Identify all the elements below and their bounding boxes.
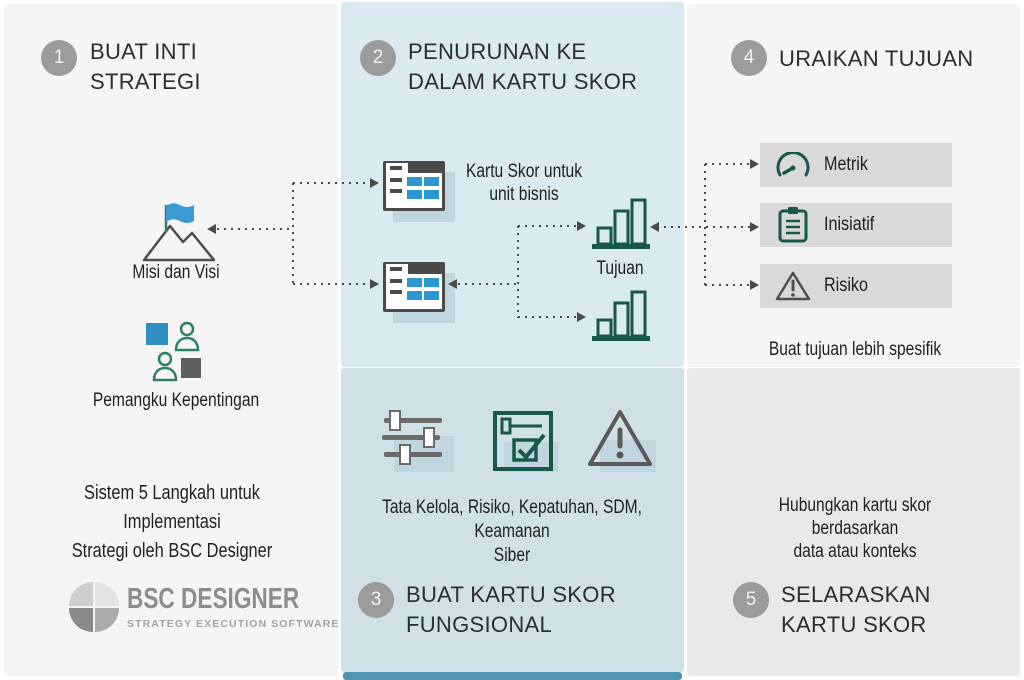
metrik-box: Metrik [760, 143, 952, 187]
step-4-number: 4 [743, 47, 755, 68]
connector-to-barchart1 [518, 225, 578, 227]
connector-left-vertical [292, 183, 294, 285]
checklist-icon [493, 411, 553, 471]
bsc-logo-text: BSC DESIGNER STRATEGY EXECUTION SOFTWARE [127, 584, 348, 630]
scorecard-icon [383, 161, 445, 211]
step-1-badge: 1 [41, 40, 77, 76]
clipboard-icon [770, 207, 816, 243]
connector-to-barchart2 [518, 316, 578, 318]
scorecard-caption: Kartu Skor untuk unit bisnis [465, 161, 583, 205]
connector-right-vertical [704, 164, 706, 286]
warning-triangle-icon [588, 410, 652, 466]
panel-step1 [4, 4, 338, 676]
connector-scorecard2-junction [458, 283, 518, 285]
connector-to-metrik [705, 163, 751, 165]
flag-mountain-icon [142, 203, 216, 262]
step-1-title: BUAT INTI STRATEGI [90, 39, 201, 94]
step-4-badge: 4 [731, 40, 767, 76]
step-2-title: PENURUNAN KE DALAM KARTU SKOR [408, 39, 638, 94]
gauge-icon [770, 152, 816, 178]
arrowhead-to-barchart1 [577, 221, 586, 231]
tujuan-label: Tujuan [596, 258, 644, 279]
risiko-label: Risiko [824, 275, 868, 296]
stakeholders-icon [146, 321, 201, 382]
sliders-icon [382, 410, 442, 465]
step-5-title: SELARASKAN KARTU SKOR [781, 582, 931, 637]
align-scorecards-caption: Hubungkan kartu skor berdasarkan data at… [778, 495, 932, 562]
arrowhead-to-scorecard2-right [448, 279, 457, 289]
bar-chart-icon [592, 198, 650, 249]
functional-caption: Tata Kelola, Risiko, Kepatuhan, SDM, Kea… [382, 497, 642, 566]
logo-name: BSC DESIGNER [127, 583, 300, 615]
bottom-accent-bar [343, 672, 682, 680]
step-5-number: 5 [745, 589, 757, 610]
arrowhead-to-barchart1-right [650, 222, 659, 232]
step-3-badge: 3 [358, 582, 394, 618]
specific-goals-caption: Buat tujuan lebih spesifik [768, 339, 942, 360]
logo-tagline: STRATEGY EXECUTION SOFTWARE [127, 618, 340, 630]
stakeholders-label: Pemangku Kepentingan [92, 390, 260, 411]
arrowhead-to-barchart2 [577, 312, 586, 322]
step-2-badge: 2 [360, 40, 396, 76]
arrowhead-to-scorecard2 [370, 279, 379, 289]
arrowhead-to-scorecard1 [370, 178, 379, 188]
mission-vision-label: Misi dan Visi [132, 262, 220, 283]
bsc-logo-icon [69, 582, 119, 632]
connector-to-scorecard2 [293, 283, 370, 285]
step-3-number: 3 [370, 589, 382, 610]
step-4-title: URAIKAN TUJUAN [779, 46, 974, 71]
arrowhead-to-metrik [750, 159, 759, 169]
bar-chart-icon [592, 290, 650, 341]
arrowhead-to-inisiatif [750, 222, 759, 232]
arrowhead-to-risiko [750, 280, 759, 290]
metrik-label: Metrik [824, 154, 868, 175]
scorecard-icon [383, 262, 445, 312]
arrowhead-to-mission [207, 224, 216, 234]
risiko-box: Risiko [760, 264, 952, 308]
inisiatif-box: Inisiatif [760, 203, 952, 247]
connector-to-scorecard1 [293, 182, 370, 184]
warning-icon [770, 270, 816, 302]
step-1-number: 1 [53, 47, 65, 68]
inisiatif-label: Inisiatif [824, 214, 875, 235]
step-2-number: 2 [372, 47, 384, 68]
connector-mid-vertical [517, 226, 519, 318]
step-3-title: BUAT KARTU SKOR FUNGSIONAL [406, 582, 616, 637]
panel-step5 [687, 368, 1020, 676]
connector-mission [217, 228, 293, 230]
system-caption: Sistem 5 Langkah untuk Implementasi Stra… [71, 482, 273, 562]
connector-to-risiko [705, 284, 751, 286]
step-5-badge: 5 [733, 582, 769, 618]
